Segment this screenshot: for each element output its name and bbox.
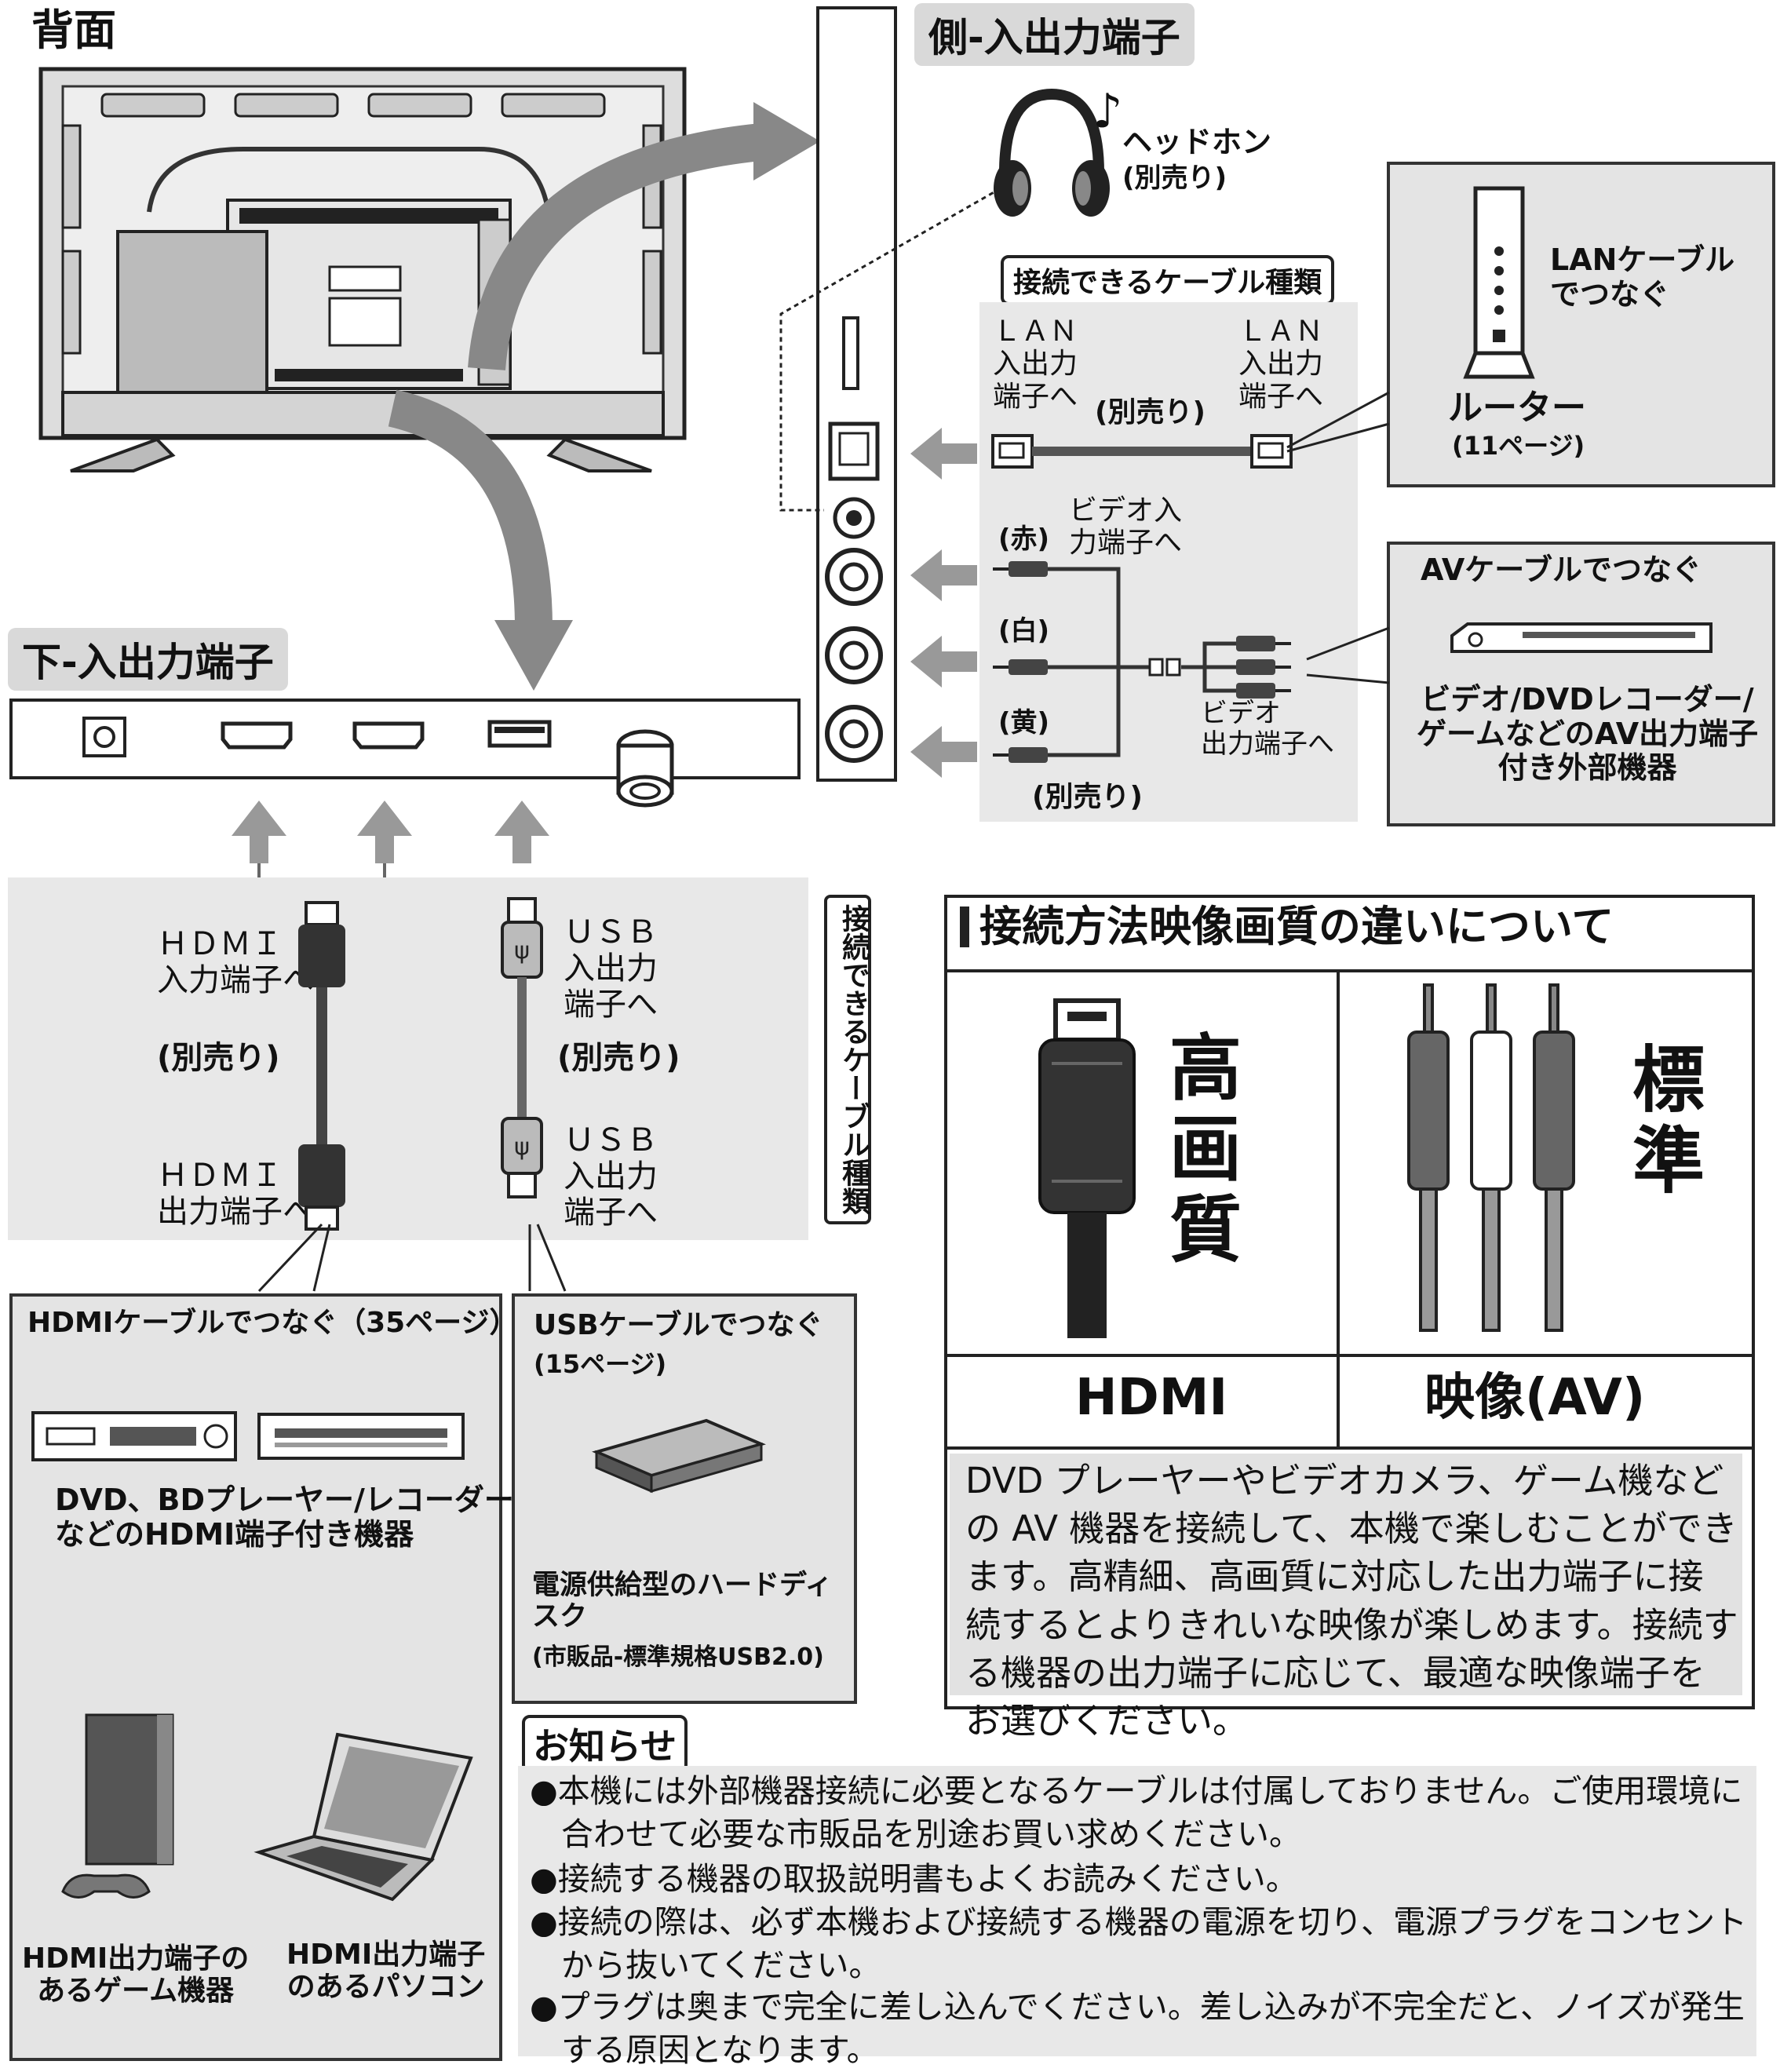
notice-item-1: ●本機には外部機器接続に必要となるケーブルは付属しておりません。ご使用環境に合わ…	[530, 1772, 1743, 1853]
hdmi-box-title: HDMIケーブルでつなぐ（35ページ）	[27, 1307, 518, 1339]
game-console-icon	[61, 1713, 174, 1899]
side-ports	[825, 316, 883, 763]
svg-text:ψ: ψ	[514, 937, 530, 965]
svg-text:ψ: ψ	[514, 1133, 530, 1161]
laptop-icon	[254, 1732, 473, 1902]
hdd-note: (市販品-標準規格USB2.0)	[532, 1643, 824, 1671]
rear-heading: 背面	[31, 5, 116, 55]
router-box	[1387, 162, 1775, 487]
notice-panel	[518, 1766, 1756, 2056]
quality-divider-mid	[1337, 969, 1340, 1450]
hdmi-sold-label: (別売り)	[157, 1040, 280, 1076]
lan-sold-label: (別売り)	[1095, 396, 1206, 429]
cable-types-label: 接続できるケーブル種類	[1001, 255, 1335, 305]
white-label: (白)	[998, 615, 1050, 647]
hdmi-plug-icon	[1038, 998, 1136, 1338]
headphone-label: ヘッドホン	[1122, 125, 1272, 159]
av-player-icon	[31, 1411, 465, 1461]
dvd-recorder-icon	[1450, 622, 1713, 653]
notice-item-2: ●接続する機器の取扱説明書もよくお読みください。	[530, 1860, 1298, 1898]
usb-box-title: USBケーブルでつなぐ	[534, 1309, 823, 1341]
router-icon	[1463, 186, 1535, 379]
lan-left-label: ＬＡＮ 入出力 端子へ	[993, 316, 1078, 413]
headphone-dotted-line	[779, 187, 1001, 512]
tv-rear-illustration	[38, 67, 687, 472]
video-in-label: ビデオ入 力端子へ	[1069, 494, 1183, 560]
headphone-icon	[994, 88, 1110, 217]
hdd-label: 電源供給型のハードディ スク	[532, 1570, 833, 1633]
hdmi-in-label: ＨＤＭＩ 入力端子へ	[157, 926, 314, 998]
hdd-icon	[592, 1418, 766, 1494]
pc-device-label: HDMI出力端子 のあるパソコン	[286, 1939, 486, 2004]
lan-right-label: ＬＡＮ 入出力 端子へ	[1238, 316, 1324, 413]
cable-types-vertical-label: 接続できるケーブル種類	[824, 895, 871, 1224]
quality-description-text: DVD プレーヤーやビデオカメラ、ゲーム機などの AV 機器を接続して、本機で楽…	[965, 1460, 1738, 1742]
av-device-box	[1387, 542, 1775, 826]
notice-title: お知らせ	[522, 1715, 688, 1773]
usb-in-label: ＵＳＢ 入出力 端子へ	[564, 914, 658, 1023]
av-sold-label: (別売り)	[1032, 781, 1143, 813]
usb-io-label: ＵＳＢ 入出力 端子へ	[564, 1122, 658, 1231]
headphone-note: (別売り)	[1122, 162, 1227, 194]
hdmi-cable-icon	[298, 901, 345, 1231]
side-io-heading: 側-入出力端子	[914, 3, 1195, 66]
av-device-label: ビデオ/DVDレコーダー/ ゲームなどのAV出力端子 付き外部機器	[1417, 682, 1759, 786]
lan-cable-icon	[991, 434, 1293, 469]
bottom-io-heading: 下-入出力端子	[8, 628, 288, 691]
standard-quality-label: 標 準	[1632, 1038, 1705, 1204]
av-callout-line	[1306, 626, 1390, 684]
quality-title-bar	[960, 906, 969, 947]
av-column-label: 映像(AV)	[1424, 1369, 1646, 1427]
bottom-ports	[82, 717, 674, 808]
quality-divider-label	[944, 1354, 1752, 1357]
av-box-title: AVケーブルでつなぐ	[1421, 553, 1702, 587]
music-note-icon: ♪	[1092, 84, 1123, 139]
hdmi-column-label: HDMI	[1075, 1369, 1228, 1427]
side-left-arrows	[910, 428, 977, 778]
router-label: ルーター	[1448, 388, 1586, 428]
hdmi-devices-label: DVD、BDプレーヤー/レコーダー などのHDMI端子付き機器	[55, 1483, 514, 1552]
quality-title: 接続方法映像画質の違いについて	[979, 902, 1614, 951]
video-out-label: ビデオ 出力端子へ	[1201, 698, 1334, 761]
red-label: (赤)	[998, 523, 1050, 555]
usb-cable-icon: ψ ψ	[501, 897, 543, 1198]
hdmi-out-label: ＨＤＭＩ 出力端子へ	[157, 1158, 314, 1230]
router-box-title: LANケーブル でつなぐ	[1550, 243, 1735, 312]
rca-plugs-icon	[1407, 983, 1575, 1332]
bottom-cable-panel	[8, 877, 808, 1240]
quality-divider-bottom	[944, 1446, 1752, 1450]
router-callout-line	[1286, 391, 1390, 453]
usb-sold-label: (別売り)	[557, 1040, 680, 1076]
arrow-to-bottom-panel	[388, 389, 573, 691]
quality-divider-top	[944, 969, 1752, 972]
quality-description	[950, 1454, 1742, 1695]
arrow-to-side-panel	[468, 102, 820, 370]
usb-box-page: (15ページ)	[534, 1349, 667, 1379]
notice-item-4: ●プラグは奥まで完全に差し込んでください。差し込みが不完全だと、ノイズが発生する…	[530, 1988, 1745, 2069]
yellow-label: (黄)	[998, 707, 1050, 739]
notice-item-3: ●接続の際は、必ず本機および接続する機器の電源を切り、電源プラグをコンセントから…	[530, 1903, 1748, 1984]
router-page: (11ページ)	[1452, 431, 1585, 461]
high-quality-label: 高 画 質	[1169, 1027, 1242, 1273]
game-device-label: HDMI出力端子の あるゲーム機器	[22, 1942, 250, 2008]
callout-lines-bottom	[257, 1223, 567, 1293]
usb-connection-box	[512, 1293, 857, 1704]
av-cable-icon	[993, 561, 1291, 763]
